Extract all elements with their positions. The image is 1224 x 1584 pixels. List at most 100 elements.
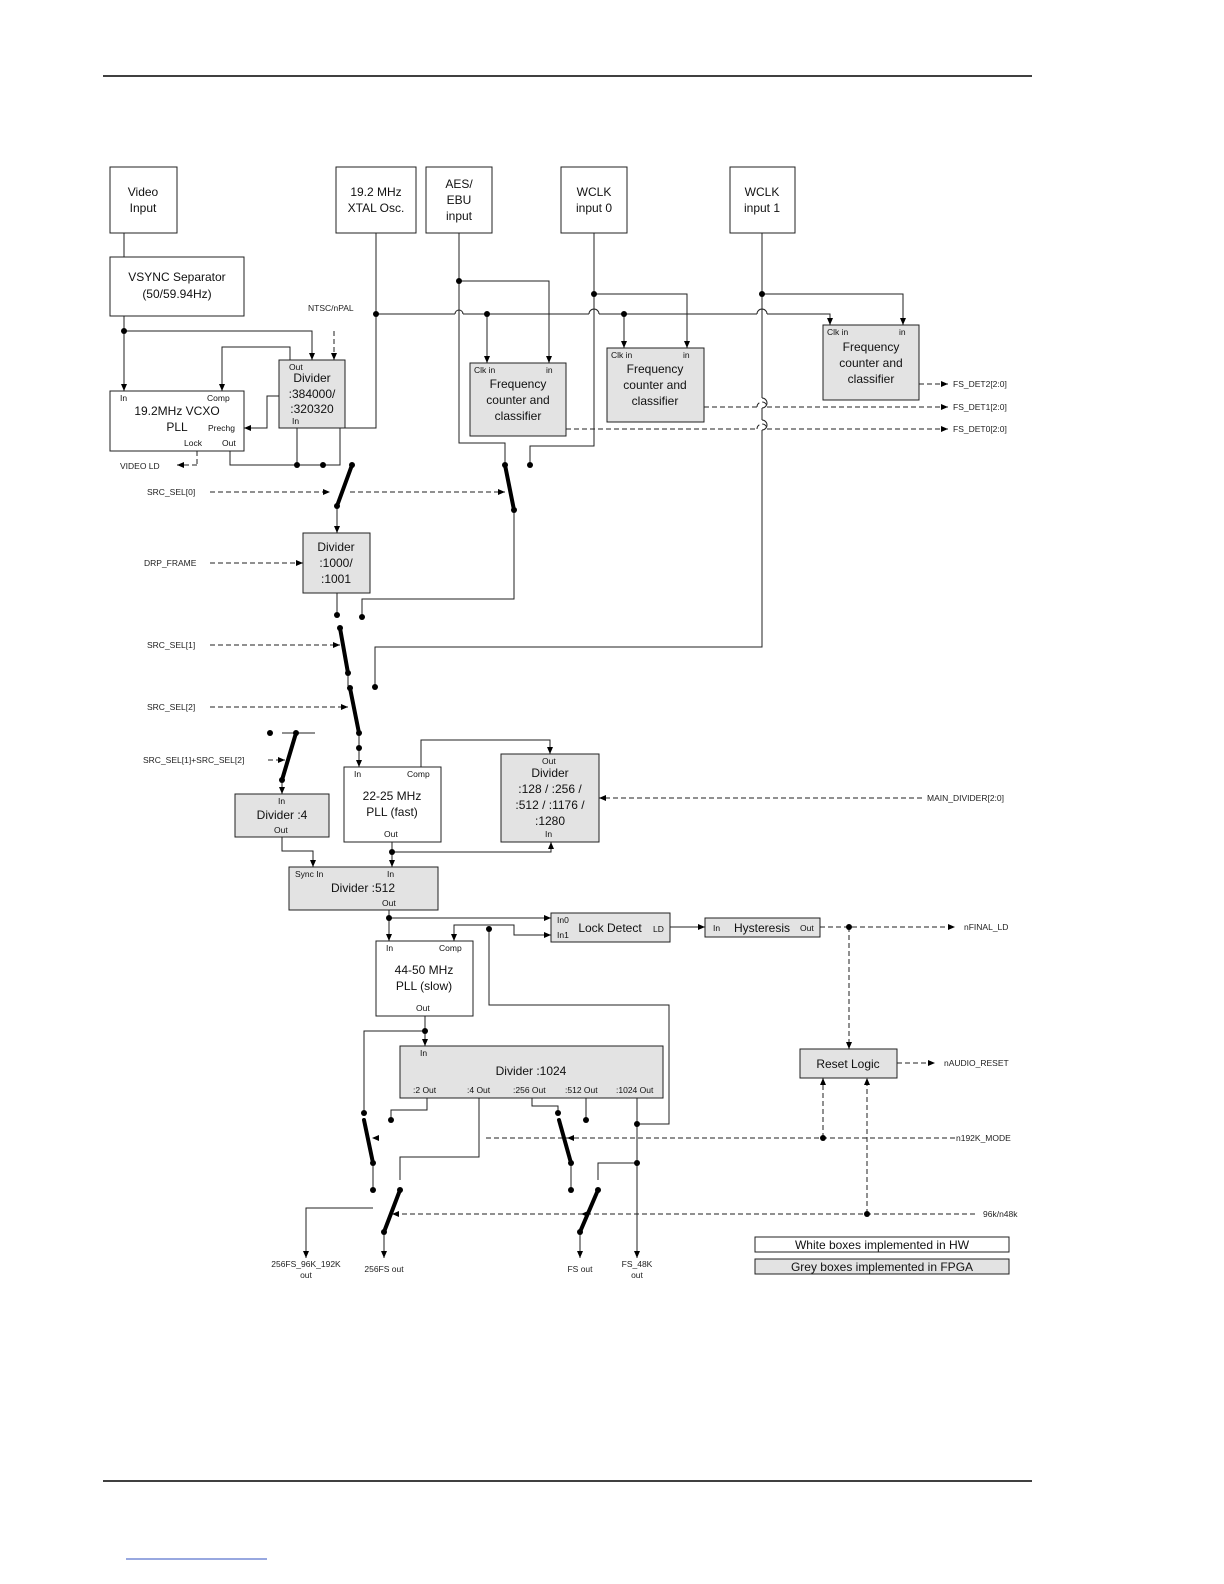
svg-text:XTAL Osc.: XTAL Osc. bbox=[348, 201, 405, 215]
svg-text:counter and: counter and bbox=[623, 378, 686, 392]
svg-text:in: in bbox=[899, 327, 906, 337]
main-divider-label: MAIN_DIVIDER[2:0] bbox=[927, 793, 1004, 803]
src-sel-12-label: SRC_SEL[1]+SRC_SEL[2] bbox=[143, 755, 244, 765]
src-sel-2-label: SRC_SEL[2] bbox=[147, 702, 195, 712]
ntsc-npal-label: NTSC/nPAL bbox=[308, 303, 354, 313]
out-fs-48k-line1: FS_48K bbox=[622, 1259, 653, 1269]
signal-labels: NTSC/nPAL VIDEO LD SRC_SEL[0] DRP_FRAME … bbox=[120, 303, 1018, 1219]
svg-text:Frequency: Frequency bbox=[627, 362, 684, 376]
svg-text:(50/59.94Hz): (50/59.94Hz) bbox=[142, 287, 211, 301]
drp-frame-label: DRP_FRAME bbox=[144, 558, 197, 568]
svg-text:Reset Logic: Reset Logic bbox=[816, 1057, 879, 1071]
svg-text:In1: In1 bbox=[557, 930, 569, 940]
lock-detect-box: In0 In1 Lock Detect LD bbox=[550, 912, 671, 943]
freq-counter-wclk0-box: Clk in in Frequency counter and classifi… bbox=[606, 347, 705, 423]
96k-n48k-label: 96k/n48k bbox=[983, 1209, 1018, 1219]
svg-text:Out: Out bbox=[542, 756, 556, 766]
svg-text:classifier: classifier bbox=[495, 409, 542, 423]
svg-text::1001: :1001 bbox=[321, 572, 351, 586]
output-labels: 256FS_96K_192K out 256FS out FS out FS_4… bbox=[271, 1259, 652, 1280]
svg-text:classifier: classifier bbox=[632, 394, 679, 408]
svg-text::1280: :1280 bbox=[535, 814, 565, 828]
svg-text::1024 Out: :1024 Out bbox=[616, 1085, 654, 1095]
video-input-label-2: Input bbox=[130, 201, 157, 215]
svg-text:In: In bbox=[292, 416, 299, 426]
svg-text:Divider: Divider bbox=[531, 766, 568, 780]
legend-white-text: White boxes implemented in HW bbox=[795, 1238, 970, 1252]
switch-n192k-b bbox=[557, 1118, 573, 1165]
svg-text:PLL (slow): PLL (slow) bbox=[396, 979, 452, 993]
legend: White boxes implemented in HW Grey boxes… bbox=[754, 1236, 1010, 1275]
svg-text::384000/: :384000/ bbox=[289, 387, 336, 401]
out-256fs-96k-192k-line2: out bbox=[300, 1270, 312, 1280]
svg-text:counter and: counter and bbox=[839, 356, 902, 370]
svg-text:EBU: EBU bbox=[447, 193, 472, 207]
svg-text:In: In bbox=[386, 943, 393, 953]
svg-text:In0: In0 bbox=[557, 915, 569, 925]
svg-text:In: In bbox=[545, 829, 552, 839]
divider-4-box: In Divider :4 Out bbox=[234, 793, 330, 838]
svg-text:WCLK: WCLK bbox=[745, 185, 780, 199]
svg-text:Out: Out bbox=[289, 362, 303, 372]
switch-96k-b bbox=[578, 1188, 600, 1234]
switch-src-sel-0-aes bbox=[503, 463, 516, 512]
main-divider-box: Out Divider :128 / :256 / :512 / :1176 /… bbox=[500, 753, 600, 843]
svg-text:Divider: Divider bbox=[293, 371, 330, 385]
vsync-separator-box: VSYNC Separator (50/59.94Hz) bbox=[109, 256, 245, 317]
svg-text:Out: Out bbox=[382, 898, 396, 908]
divider-1000-box: Divider :1000/ :1001 bbox=[302, 532, 371, 594]
svg-text:In: In bbox=[354, 769, 361, 779]
divider-512-box: Sync In In Divider :512 Out bbox=[288, 866, 439, 911]
svg-text:WCLK: WCLK bbox=[577, 185, 612, 199]
svg-text:In: In bbox=[420, 1048, 427, 1058]
aes-ebu-input-box: AES/ EBU input bbox=[425, 166, 493, 234]
svg-text::320320: :320320 bbox=[290, 402, 334, 416]
svg-text:Comp: Comp bbox=[207, 393, 230, 403]
svg-text:LD: LD bbox=[653, 924, 664, 934]
svg-text:Hysteresis: Hysteresis bbox=[734, 921, 790, 935]
svg-text:Out: Out bbox=[274, 825, 288, 835]
svg-text:Clk in: Clk in bbox=[474, 365, 496, 375]
svg-text:in: in bbox=[546, 365, 553, 375]
hysteresis-box: In Hysteresis Out bbox=[704, 917, 821, 938]
svg-text:19.2MHz VCXO: 19.2MHz VCXO bbox=[134, 404, 219, 418]
nfinal-ld-label: nFINAL_LD bbox=[964, 922, 1008, 932]
freq-counter-wclk1-box: Clk in in Frequency counter and classifi… bbox=[822, 324, 920, 401]
svg-text:input: input bbox=[446, 209, 473, 223]
svg-text:22-25 MHz: 22-25 MHz bbox=[363, 789, 422, 803]
svg-text:In: In bbox=[713, 923, 720, 933]
svg-text:Prechg: Prechg bbox=[208, 423, 235, 433]
freq-counter-aes-box: Clk in in Frequency counter and classifi… bbox=[469, 362, 567, 437]
src-sel-1-label: SRC_SEL[1] bbox=[147, 640, 195, 650]
svg-text:Divider :512: Divider :512 bbox=[331, 881, 395, 895]
svg-text:Divider :1024: Divider :1024 bbox=[496, 1064, 567, 1078]
svg-text:PLL (fast): PLL (fast) bbox=[366, 805, 418, 819]
xtal-osc-box: 19.2 MHz XTAL Osc. bbox=[335, 166, 417, 234]
svg-text:19.2 MHz: 19.2 MHz bbox=[350, 185, 401, 199]
svg-text:In: In bbox=[278, 796, 285, 806]
svg-text:Frequency: Frequency bbox=[490, 377, 547, 391]
fs-det0-label: FS_DET0[2:0] bbox=[953, 424, 1007, 434]
svg-text:classifier: classifier bbox=[848, 372, 895, 386]
fs-det2-label: FS_DET2[2:0] bbox=[953, 379, 1007, 389]
vcxo-pll-box: In Comp 19.2MHz VCXO PLL Prechg Lock Out bbox=[109, 390, 245, 452]
wclk-input-1-box: WCLK input 1 bbox=[729, 166, 796, 234]
svg-text:In: In bbox=[387, 869, 394, 879]
svg-text:Divider: Divider bbox=[317, 540, 354, 554]
fs-det1-label: FS_DET1[2:0] bbox=[953, 402, 1007, 412]
pll-slow-box: In Comp 44-50 MHz PLL (slow) Out bbox=[375, 940, 474, 1017]
pll-fast-box: In Comp 22-25 MHz PLL (fast) Out bbox=[343, 766, 442, 843]
svg-text:Lock Detect: Lock Detect bbox=[578, 921, 642, 935]
reset-logic-box: Reset Logic bbox=[799, 1048, 898, 1079]
legend-white-swatch bbox=[754, 1236, 1010, 1253]
svg-text:VSYNC Separator: VSYNC Separator bbox=[128, 270, 225, 284]
svg-text:counter and: counter and bbox=[486, 393, 549, 407]
svg-text:in: in bbox=[683, 350, 690, 360]
src-sel-0-label: SRC_SEL[0] bbox=[147, 487, 195, 497]
svg-text::512 / :1176 /: :512 / :1176 / bbox=[515, 798, 585, 812]
svg-text:44-50 MHz: 44-50 MHz bbox=[395, 963, 454, 977]
svg-text:PLL: PLL bbox=[166, 420, 188, 434]
switch-src-sel-12 bbox=[280, 731, 298, 782]
svg-text:Out: Out bbox=[384, 829, 398, 839]
